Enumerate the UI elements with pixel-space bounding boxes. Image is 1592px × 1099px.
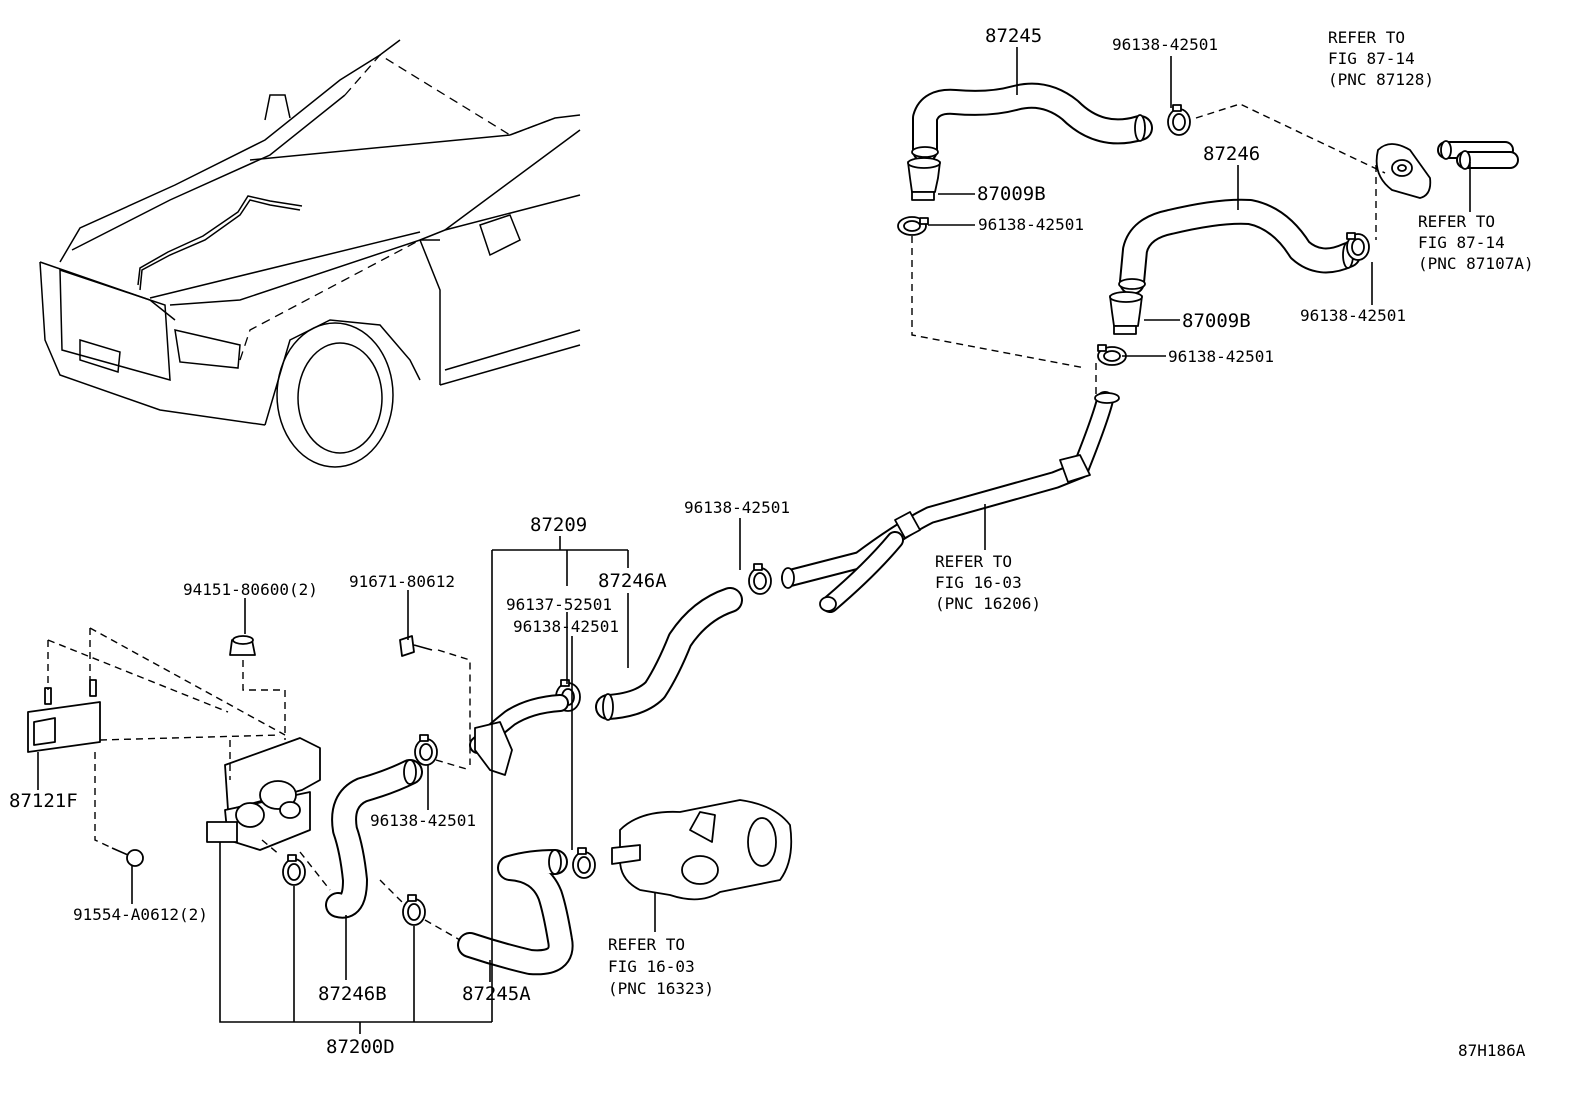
fittings-87107a-graphic xyxy=(1437,140,1519,170)
hose-87209-graphic xyxy=(469,694,569,776)
label-87009b-lower[interactable]: 87009B xyxy=(1182,310,1251,332)
hose-87246b-graphic xyxy=(325,759,423,919)
label-clamp-96137[interactable]: 96137-52501 xyxy=(506,595,612,614)
label-clamp-top[interactable]: 96138-42501 xyxy=(1112,35,1218,54)
label-87245[interactable]: 87245 xyxy=(985,25,1042,47)
ref-87107a-line-3: (PNC 87107A) xyxy=(1418,254,1534,273)
bolt-91671-graphic xyxy=(399,635,433,657)
clamp-87246b-graphic xyxy=(282,854,306,886)
diagram-code: 87H186A xyxy=(1458,1041,1526,1060)
grommet-87128-graphic xyxy=(1375,143,1432,199)
label-clamp-left[interactable]: 96138-42501 xyxy=(978,215,1084,234)
hose-87246-graphic xyxy=(1118,198,1361,295)
ref-87128[interactable]: REFER TO FIG 87-14 (PNC 87128) xyxy=(1328,28,1434,89)
clamp-top-graphic xyxy=(1167,104,1191,136)
ref-87128-line-1: REFER TO xyxy=(1328,28,1405,47)
label-87245a[interactable]: 87245A xyxy=(462,983,531,1005)
clamp-right-graphic xyxy=(1346,232,1370,261)
water-valve-assembly-graphic xyxy=(206,737,321,851)
label-clamp-lower-left[interactable]: 96138-42501 xyxy=(370,811,476,830)
label-clamp-pipe[interactable]: 96138-42501 xyxy=(684,498,790,517)
hose-87245-graphic xyxy=(911,82,1153,163)
assembly-dashed-lines xyxy=(47,103,1386,941)
ref-16206-line-1: REFER TO xyxy=(935,552,1012,571)
water-pipe-16206-graphic xyxy=(781,391,1120,613)
clamp-pipe-graphic xyxy=(748,563,772,595)
clamp-87245a-graphic xyxy=(402,894,426,926)
clamp-lower-right-graphic xyxy=(572,847,596,879)
label-87246b[interactable]: 87246B xyxy=(318,983,387,1005)
ref-16206-line-3: (PNC 16206) xyxy=(935,594,1041,613)
ref-16323-line-3: (PNC 16323) xyxy=(608,979,714,998)
label-87246[interactable]: 87246 xyxy=(1203,143,1260,165)
connector-87009b-lower xyxy=(1109,291,1143,335)
ref-16323[interactable]: REFER TO FIG 16-03 (PNC 16323) xyxy=(608,935,714,998)
reference-notes: REFER TO FIG 87-14 (PNC 87128) REFER TO … xyxy=(608,28,1534,998)
label-87209[interactable]: 87209 xyxy=(530,514,587,536)
ref-16206-line-2: FIG 16-03 xyxy=(935,573,1022,592)
clamp-lower-left-graphic xyxy=(414,734,438,766)
label-clamp-mid[interactable]: 96138-42501 xyxy=(1168,347,1274,366)
ref-87128-line-3: (PNC 87128) xyxy=(1328,70,1434,89)
ref-87107a[interactable]: REFER TO FIG 87-14 (PNC 87107A) xyxy=(1418,212,1534,273)
ref-87128-line-2: FIG 87-14 xyxy=(1328,49,1415,68)
ref-87107a-line-2: FIG 87-14 xyxy=(1418,233,1505,252)
label-clamp-lower-right[interactable]: 96138-42501 xyxy=(513,617,619,636)
nut-94151-graphic xyxy=(229,635,256,656)
ref-87107a-line-1: REFER TO xyxy=(1418,212,1495,231)
ref-16323-line-2: FIG 16-03 xyxy=(608,957,695,976)
car-illustration xyxy=(39,39,581,468)
leader-lines xyxy=(37,47,1471,1034)
ref-16323-line-1: REFER TO xyxy=(608,935,685,954)
clamp-left-graphic xyxy=(897,216,929,236)
label-bolt-91554[interactable]: 91554-A0612(2) xyxy=(73,905,208,924)
clamp-graphics xyxy=(282,104,1370,926)
label-nut-94151[interactable]: 94151-80600(2) xyxy=(183,580,318,599)
hose-87245a-graphic xyxy=(457,849,574,976)
clamp-mid-graphic xyxy=(1097,344,1127,366)
ref-16206[interactable]: REFER TO FIG 16-03 (PNC 16206) xyxy=(935,552,1041,613)
water-inlet-16323-graphic xyxy=(611,799,793,901)
hose-87246a-graphic xyxy=(595,587,743,721)
label-87200d[interactable]: 87200D xyxy=(326,1036,395,1058)
part-labels: 87245 96138-42501 87009B 96138-42501 872… xyxy=(9,25,1406,1058)
label-bolt-91671[interactable]: 91671-80612 xyxy=(349,572,455,591)
label-87009b-upper[interactable]: 87009B xyxy=(977,183,1046,205)
connector-87009b-upper xyxy=(907,157,941,201)
bracket-87121f-graphic xyxy=(27,679,101,753)
label-clamp-right[interactable]: 96138-42501 xyxy=(1300,306,1406,325)
bolt-91554-graphic xyxy=(111,847,144,867)
label-87246a[interactable]: 87246A xyxy=(598,570,667,592)
label-87121f[interactable]: 87121F xyxy=(9,790,78,812)
